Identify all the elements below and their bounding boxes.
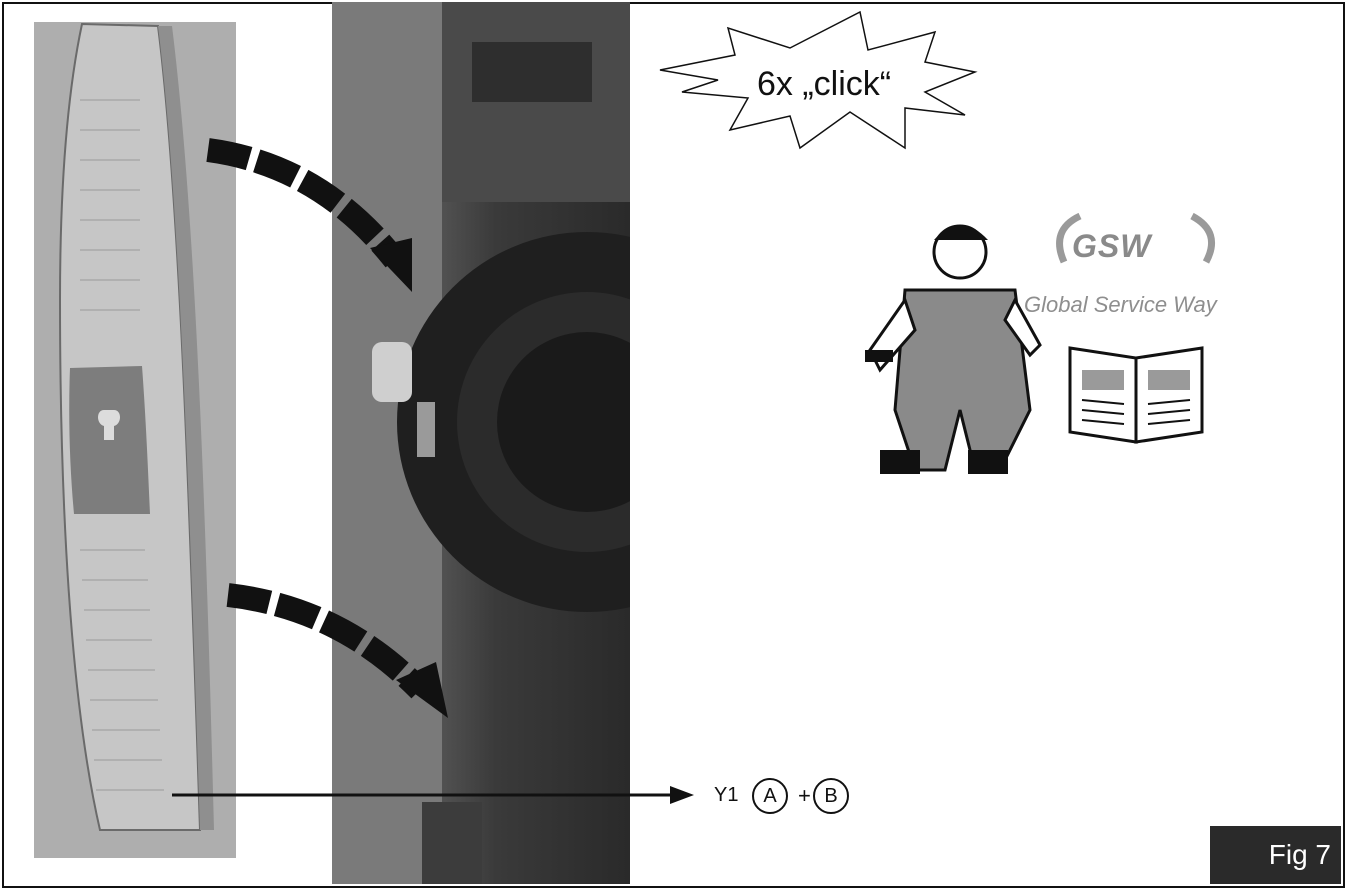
scuff-plate-edge xyxy=(158,26,214,830)
straight-arrow xyxy=(172,786,694,804)
trunk-photo-drawing xyxy=(332,2,630,884)
mechanic-illustration xyxy=(865,224,1042,474)
click-starburst xyxy=(659,10,978,150)
trunk-photo xyxy=(332,2,630,884)
curved-dashed-arrow xyxy=(226,583,448,718)
manual-book-icon xyxy=(1068,346,1204,444)
target-code: Y1 xyxy=(714,784,739,806)
figure-label: Fig 7 xyxy=(1210,826,1341,884)
gsw-logo: GSW xyxy=(1072,228,1152,264)
gsw-swoosh xyxy=(1056,212,1216,264)
part-b-marker: B xyxy=(813,778,849,814)
curved-dashed-arrow xyxy=(206,138,412,292)
part-a-marker: A xyxy=(752,778,788,814)
ribbing xyxy=(80,99,164,791)
plus-sign: + xyxy=(798,783,811,808)
gsw-tagline: Global Service Way xyxy=(1024,292,1217,317)
lock-hole xyxy=(98,410,120,440)
click-count-callout: 6x „click“ xyxy=(757,65,892,103)
